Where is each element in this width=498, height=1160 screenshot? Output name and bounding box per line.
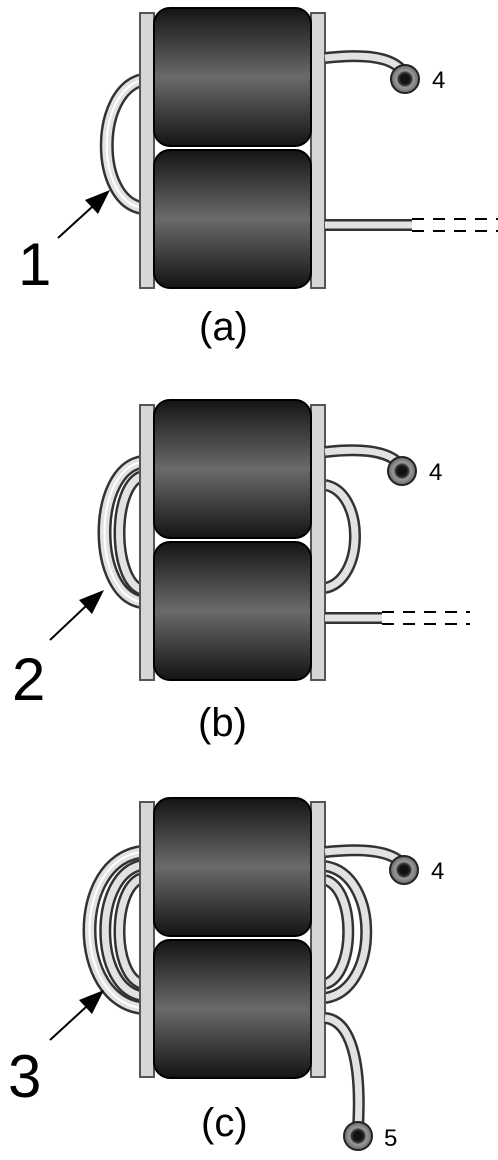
right-plate xyxy=(310,801,326,1078)
lead-wire-bottom xyxy=(325,611,470,625)
upper-core xyxy=(153,7,312,147)
upper-core xyxy=(153,399,312,539)
panel-c: 4 5 3 (c) xyxy=(8,797,444,1152)
lower-core xyxy=(153,149,312,289)
winding-loop-right-outer xyxy=(323,860,373,1004)
winding-loop-outer xyxy=(97,455,145,609)
panel-b: 4 2 (b) xyxy=(12,399,470,745)
panel-caption: (c) xyxy=(201,1101,248,1145)
lead-wire-down xyxy=(323,1012,365,1129)
panel-caption: (b) xyxy=(198,701,247,745)
right-plate xyxy=(310,404,326,681)
terminal-label: 4 xyxy=(431,858,444,885)
upper-core xyxy=(153,797,312,937)
terminal-label: 4 xyxy=(429,459,442,486)
lower-core xyxy=(153,939,312,1079)
callout-arrow xyxy=(49,990,104,1041)
callout-number: 1 xyxy=(18,231,51,298)
winding-loop-inner xyxy=(113,470,145,596)
lead-wire-bottom xyxy=(325,218,498,232)
panel-a: 4 1 (a) xyxy=(18,7,498,349)
winding-loop-outer xyxy=(82,845,144,1015)
winding-loop-middle xyxy=(99,859,144,1002)
right-plate xyxy=(310,12,326,289)
terminal-label-5: 5 xyxy=(384,1125,397,1152)
left-plate xyxy=(139,12,155,289)
callout-number: 3 xyxy=(8,1043,41,1110)
callout-arrow xyxy=(49,590,104,641)
winding-loop xyxy=(99,73,145,215)
callout-number: 2 xyxy=(12,646,45,713)
winding-loop-inner xyxy=(113,872,145,990)
panel-caption: (a) xyxy=(199,305,248,349)
winding-loop-right xyxy=(323,479,361,594)
terminal-label: 4 xyxy=(432,67,445,94)
lower-core xyxy=(153,541,312,681)
left-plate xyxy=(139,404,155,681)
callout-arrow xyxy=(57,190,110,239)
left-plate xyxy=(139,801,155,1078)
winding-loop-right-inner xyxy=(322,874,355,990)
